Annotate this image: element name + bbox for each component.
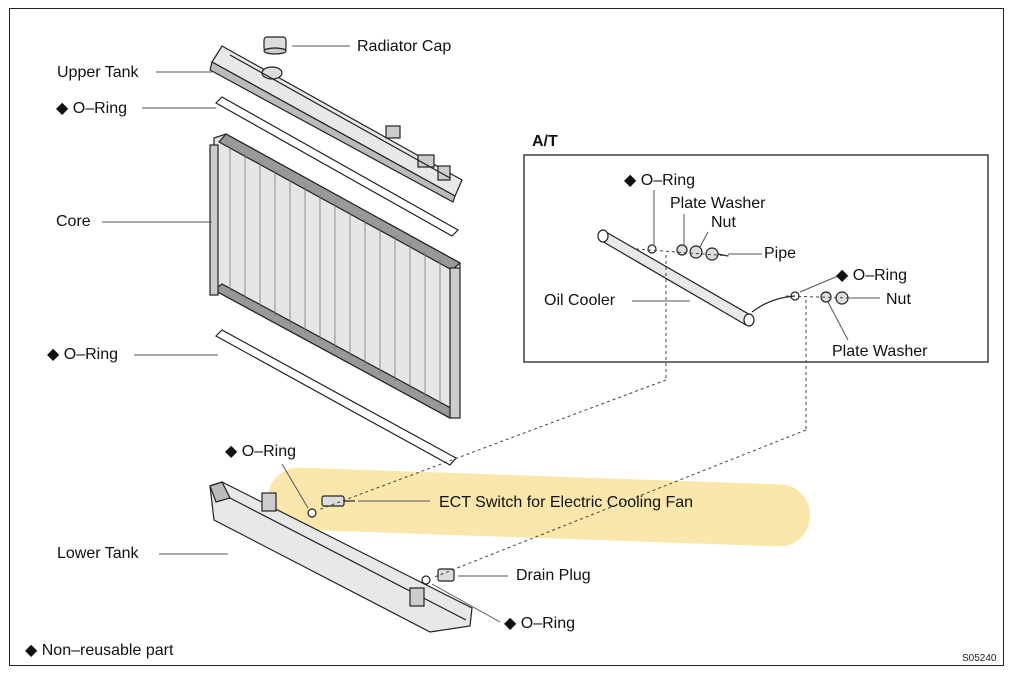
upper-oring-gasket (215, 96, 459, 237)
at-box (523, 154, 989, 363)
pipe-label: Pipe (764, 245, 797, 262)
core-label: Core (56, 213, 91, 230)
oring-lower-core-label: ◆ O–Ring (47, 346, 118, 363)
figure-code: S05240 (962, 653, 997, 664)
lower-tank-label: Lower Tank (57, 545, 139, 562)
oring-drain-label: ◆ O–Ring (504, 615, 575, 632)
oring-at-right-label: ◆ O–Ring (836, 267, 907, 284)
oring-ect-label: ◆ O–Ring (225, 443, 296, 460)
upper-tank-label: Upper Tank (57, 64, 139, 81)
oil-cooler-label: Oil Cooler (544, 292, 616, 309)
at-label: A/T (532, 133, 558, 150)
drain-plug-label: Drain Plug (516, 567, 591, 584)
drain-plug (421, 568, 455, 585)
legend-non-reusable: ◆ Non–reusable part (25, 642, 174, 659)
nut-right-label: Nut (886, 291, 911, 308)
ect-switch (307, 495, 355, 518)
oring-upper-label: ◆ O–Ring (56, 100, 127, 117)
plate-washer-top-label: Plate Washer (670, 195, 766, 212)
oring-at-label: ◆ O–Ring (624, 172, 695, 189)
plate-washer-bottom-label: Plate Washer (832, 343, 928, 360)
radiator-core (209, 133, 462, 419)
radiator-cap (263, 36, 287, 55)
upper-tank (209, 45, 463, 203)
nut-top-label: Nut (711, 214, 736, 231)
lower-tank (209, 481, 473, 633)
oil-cooler (597, 229, 849, 327)
radiator-cap-label: Radiator Cap (357, 38, 452, 55)
diagram-frame (9, 8, 1004, 666)
ect-switch-label: ECT Switch for Electric Cooling Fan (439, 494, 694, 511)
